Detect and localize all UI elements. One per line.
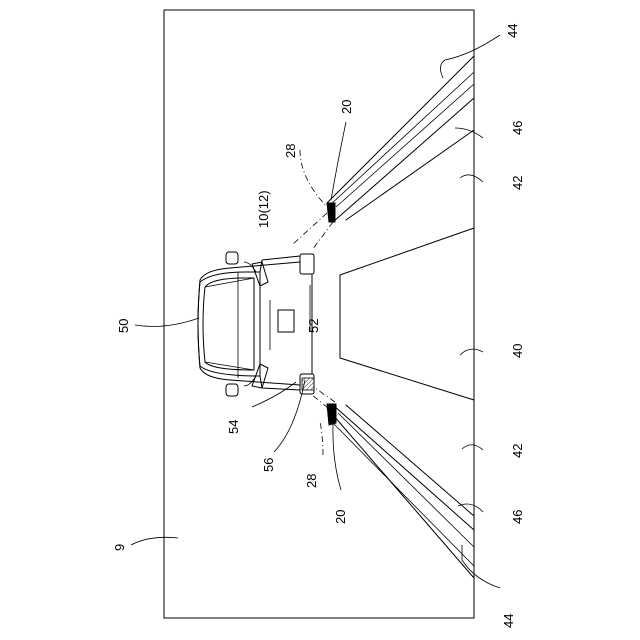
barrier-lower xyxy=(327,404,474,578)
label-vehicle-system: 10(12) xyxy=(256,190,271,228)
beam-lower-b xyxy=(315,388,335,402)
label-vehicle: 50 xyxy=(116,319,131,333)
label-license-plate: 52 xyxy=(306,319,321,333)
label-shoulder-lower: 42 xyxy=(510,444,525,458)
label-sensor-lower: 20 xyxy=(333,510,348,524)
label-barrier-lower: 44 xyxy=(501,614,516,628)
label-barrier-face-lower: 46 xyxy=(510,510,525,524)
label-road: 40 xyxy=(510,344,525,358)
label-lamp: 54 xyxy=(226,420,241,434)
label-barrier-face-upper: 46 xyxy=(510,121,525,135)
label-lamp-region: 56 xyxy=(261,458,276,472)
label-beam-lower: 28 xyxy=(304,474,319,488)
vehicle xyxy=(198,252,314,396)
beam-upper-b xyxy=(312,222,333,250)
beam-upper-a xyxy=(292,213,327,245)
label-barrier-upper: 44 xyxy=(505,24,520,38)
label-shoulder-upper: 42 xyxy=(510,176,525,190)
label-sensor-upper: 20 xyxy=(339,100,354,114)
label-beam-upper: 28 xyxy=(283,144,298,158)
label-scene: 9 xyxy=(112,544,127,551)
road-surface xyxy=(340,228,474,400)
barrier-upper xyxy=(327,56,474,222)
